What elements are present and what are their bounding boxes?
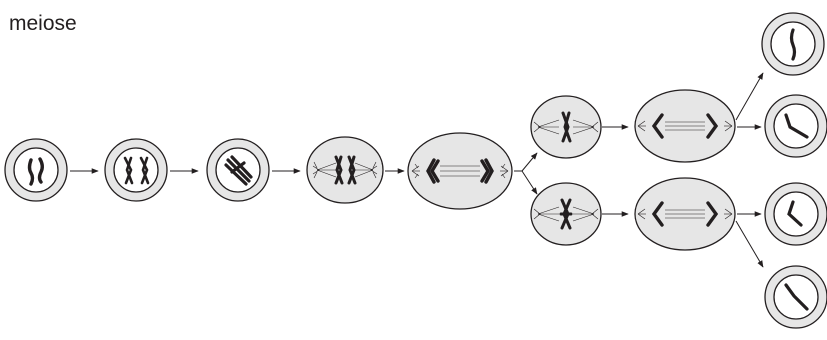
stage-gamete-2 xyxy=(765,95,827,157)
stage-pairing xyxy=(207,139,269,201)
stage-interphase xyxy=(5,139,67,201)
stage-metaphase-2-top xyxy=(531,96,601,158)
stage-gamete-4 xyxy=(765,266,827,328)
stage-anaphase-1 xyxy=(408,133,512,209)
stage-anaphase-2-bottom xyxy=(635,178,735,250)
stage-gamete-1 xyxy=(762,13,824,75)
split-arrow xyxy=(514,153,537,194)
stage-anaphase-2-top xyxy=(635,90,735,162)
stage-gamete-3 xyxy=(765,183,827,245)
stage-metaphase-1 xyxy=(307,137,383,203)
stage-early-prophase xyxy=(105,139,167,201)
stage-metaphase-2-bottom xyxy=(531,183,601,245)
gamete-arrows xyxy=(736,73,763,267)
